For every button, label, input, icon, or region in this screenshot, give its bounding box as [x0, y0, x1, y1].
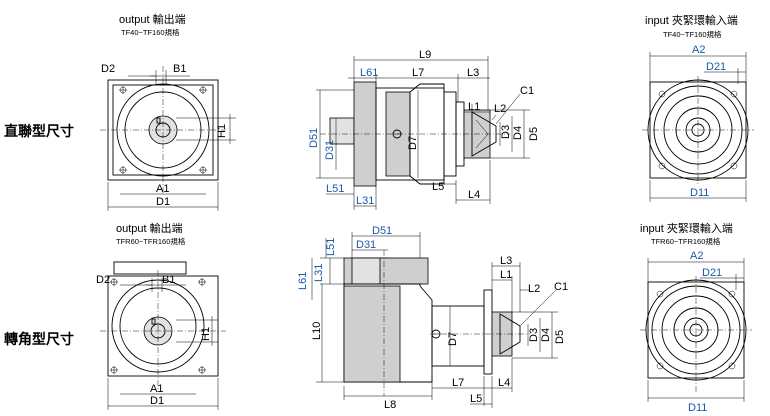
dim-H1-bottom: H1 — [200, 327, 212, 341]
dim-D51-bottom: D51 — [372, 225, 392, 237]
dim-L2-bottom: L2 — [528, 283, 540, 295]
dim-D31-top: D31 — [324, 140, 336, 160]
input-spec-top: TF40~TF160規格 — [663, 29, 722, 39]
reducer-side-view-bottom: D51 D31 L51 L31 L61 L10 D7 L8 L7 L4 L5 — [297, 225, 568, 411]
dim-D5-bottom: D5 — [554, 330, 566, 344]
output-flange-front-view-bottom: D2 B1 H1 A1 D1 — [96, 261, 226, 410]
dim-D7-bottom: D7 — [447, 332, 459, 346]
dim-D51-top: D51 — [308, 128, 320, 148]
dim-L3-bottom: L3 — [500, 255, 512, 267]
dim-C1-bottom: C1 — [554, 281, 568, 293]
dim-D31-bottom: D31 — [356, 239, 376, 251]
dim-H1-top: H1 — [216, 124, 228, 138]
dim-L7-top: L7 — [412, 67, 424, 79]
dim-D2-top: D2 — [101, 63, 115, 75]
dim-L10-bottom: L10 — [311, 322, 323, 340]
dim-C1-top: C1 — [520, 85, 534, 97]
dim-L31-bottom: L31 — [313, 264, 325, 282]
dim-L61-top: L61 — [360, 67, 378, 79]
dim-D2-bottom: D2 — [96, 274, 110, 286]
dim-D21-bottom: D21 — [702, 267, 722, 279]
dim-D11-bottom: D11 — [688, 402, 707, 414]
dim-L3-top: L3 — [467, 67, 479, 79]
dim-L61-bottom: L61 — [297, 272, 309, 290]
dim-D1-top: D1 — [156, 196, 170, 208]
dim-L31-top: L31 — [356, 195, 374, 207]
dim-L51-bottom: L51 — [325, 238, 337, 256]
dim-D5-top: D5 — [528, 127, 540, 141]
dim-D4-bottom: D4 — [540, 328, 552, 342]
dim-B1-bottom: B1 — [162, 274, 175, 286]
side-label-angle: 轉角型尺寸 — [4, 331, 74, 347]
dim-L5-bottom: L5 — [470, 393, 482, 405]
dim-A1-top: A1 — [156, 183, 169, 195]
dim-L1-bottom: L1 — [500, 269, 512, 281]
dim-L7-bottom: L7 — [452, 377, 464, 389]
dim-D7-top: D7 — [407, 136, 419, 150]
input-flange-view-top: A2 D21 D11 — [642, 44, 754, 202]
output-spec-top: TF40~TF160規格 — [121, 27, 180, 37]
output-title-top: output 輸出端 — [119, 12, 186, 26]
dim-L4-top: L4 — [468, 189, 480, 201]
dim-D3-bottom: D3 — [528, 328, 540, 342]
dim-A2-top: A2 — [692, 44, 705, 56]
dim-L2-top: L2 — [494, 103, 506, 115]
dim-D3-top: D3 — [500, 125, 512, 139]
dim-L51-top: L51 — [326, 183, 344, 195]
dim-A1-bottom: A1 — [150, 383, 163, 395]
dim-L5-top: L5 — [432, 181, 444, 193]
dim-L8-bottom: L8 — [384, 399, 396, 411]
output-title-bottom: output 輸出端 — [116, 221, 183, 235]
reducer-side-view-top: L9 L61 L7 L3 L1 L2 C1 D3 D4 D5 D51 D31 — [308, 49, 540, 210]
dim-D4-top: D4 — [512, 126, 524, 140]
dim-B1-top: B1 — [173, 63, 186, 75]
input-title-bottom: input 夾緊環輸入端 — [640, 221, 733, 235]
dim-L9-top: L9 — [419, 49, 431, 61]
output-spec-bottom: TFR60~TFR160規格 — [116, 236, 186, 246]
dim-A2-bottom: A2 — [690, 250, 703, 262]
output-flange-front-view-top: D2 B1 H1 A1 D1 — [100, 63, 236, 211]
dim-L1-top: L1 — [468, 101, 480, 113]
dim-L4-bottom: L4 — [498, 377, 510, 389]
input-title-top: input 夾緊環輸入端 — [645, 13, 738, 27]
dim-D21-top: D21 — [706, 61, 726, 73]
side-label-straight: 直聯型尺寸 — [4, 123, 74, 139]
input-flange-view-bottom: A2 D21 D11 — [640, 250, 752, 414]
dim-D11-top: D11 — [690, 187, 709, 199]
input-spec-bottom: TFR60~TFR160規格 — [651, 236, 721, 246]
dim-D1-bottom: D1 — [150, 395, 164, 407]
